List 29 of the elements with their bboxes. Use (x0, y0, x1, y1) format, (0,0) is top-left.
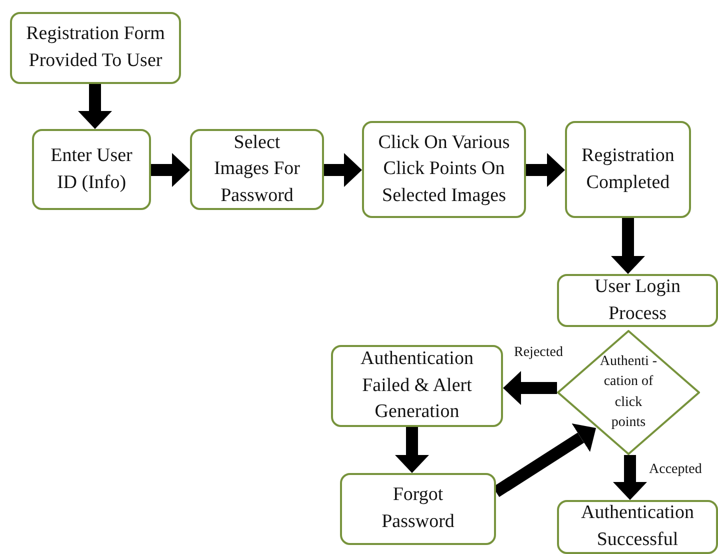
arrow (324, 153, 362, 187)
node-label: Authentication Failed & Alert Generation (360, 347, 474, 424)
arrow (613, 455, 647, 500)
arrow (503, 371, 557, 405)
node-label: Authenti -cation of click points (600, 352, 658, 432)
node-label: Enter User ID (Info) (50, 144, 134, 194)
arrow (611, 218, 645, 274)
process-box (10, 12, 181, 84)
node-label: Select Images For Password (212, 130, 301, 208)
edge-label: Accepted (648, 462, 703, 478)
process-box (565, 121, 691, 218)
process-box (340, 473, 496, 545)
arrow (526, 153, 565, 187)
arrow (151, 153, 190, 187)
arrow (78, 84, 112, 129)
process-box (32, 129, 151, 210)
process-box (557, 274, 718, 327)
node-label: Registration Completed (581, 144, 675, 194)
edge-label: Rejected (513, 345, 564, 361)
node-label: Forgot Password (380, 483, 456, 534)
process-box (362, 121, 526, 218)
node-label: Click On Various Click Points On Selected Images (378, 130, 510, 208)
process-box (331, 345, 503, 427)
node-label: Authentication Successful (580, 501, 695, 552)
node-label: User Login Process (593, 274, 682, 326)
process-box (190, 129, 324, 210)
node-label: Registration Form Provided To User (26, 22, 165, 73)
process-box (557, 500, 718, 554)
arrow (395, 427, 429, 473)
